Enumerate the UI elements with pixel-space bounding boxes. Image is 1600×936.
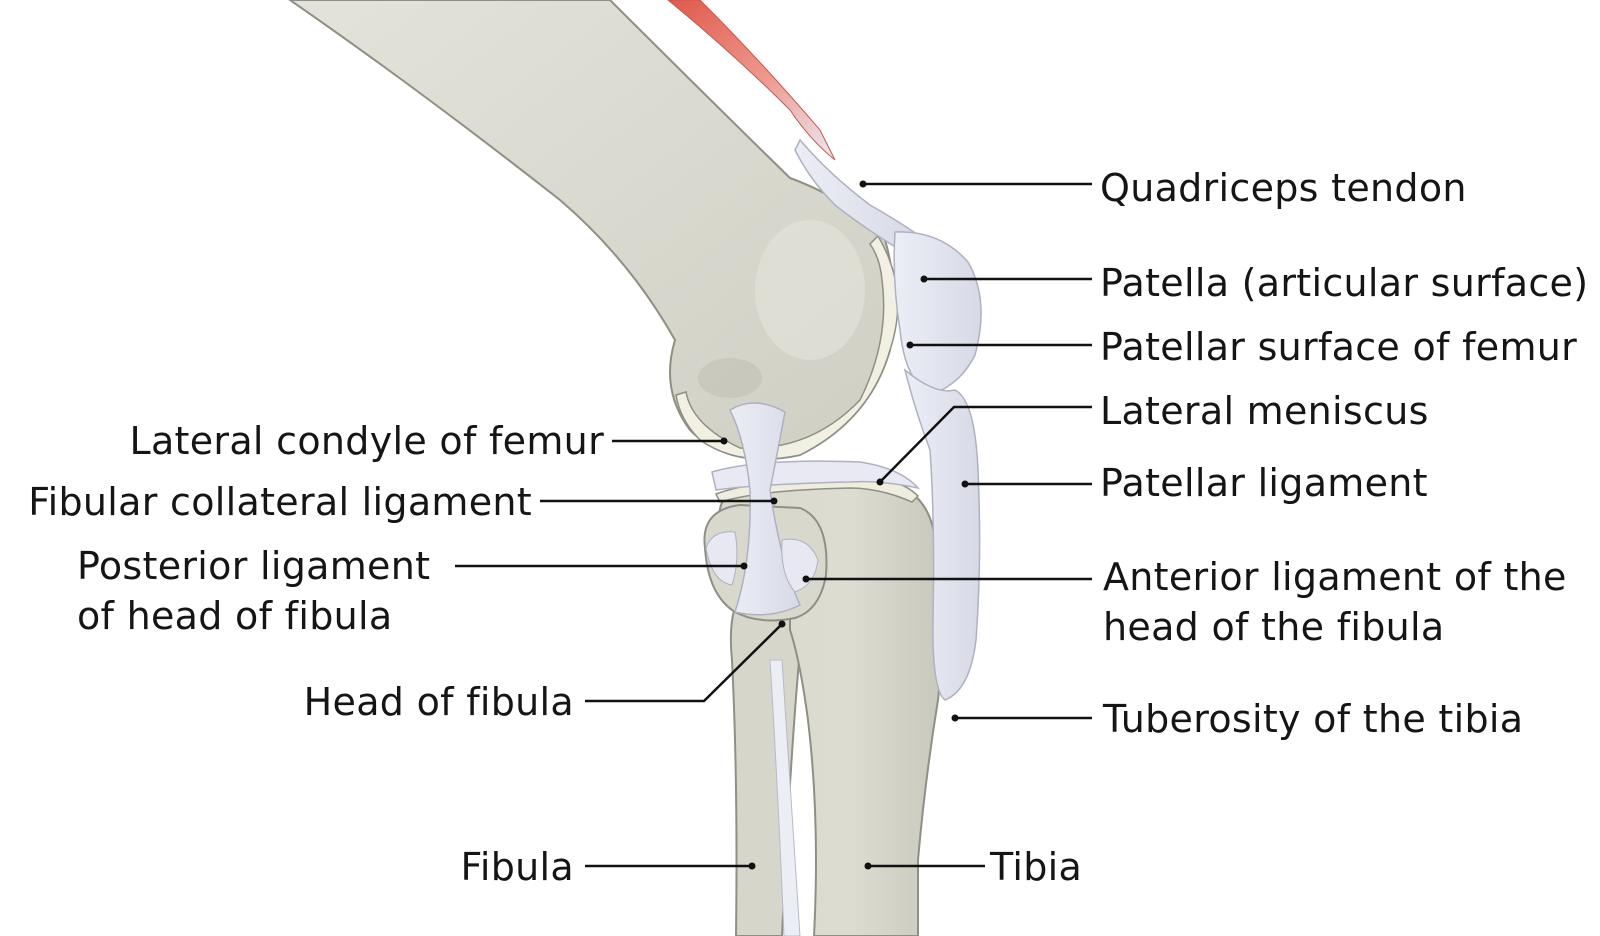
patella-shape <box>893 231 982 396</box>
leader-head-of-fibula <box>585 623 783 703</box>
label-fibular-collateral-ligament: Fibular collateral ligament <box>28 480 532 524</box>
label-fibula: Fibula <box>460 845 574 889</box>
label-lateral-meniscus: Lateral meniscus <box>1100 389 1429 433</box>
label-posterior-ligament-line2: of head of fibula <box>77 594 393 638</box>
leader-dots <box>720 180 969 870</box>
label-anterior-ligament-line2: head of the fibula <box>1103 605 1445 649</box>
label-posterior-ligament-of-head-of-fibula: Posterior ligament of head of fibula <box>77 541 430 641</box>
condyle-shadow <box>698 358 762 398</box>
label-anterior-ligament-line1: Anterior ligament of the <box>1103 555 1567 599</box>
femoral-cartilage <box>675 234 899 460</box>
leader-lateral-meniscus <box>879 405 1092 483</box>
label-patella-articular-surface: Patella (articular surface) <box>1100 261 1589 305</box>
posterior-ligament-shape <box>705 531 738 586</box>
label-anterior-ligament-of-head-of-fibula: Anterior ligament of the head of the fib… <box>1103 552 1567 652</box>
label-posterior-ligament-line1: Posterior ligament <box>77 544 431 588</box>
leader-lines <box>455 182 1092 868</box>
label-head-of-fibula: Head of fibula <box>303 680 574 724</box>
label-lateral-condyle-of-femur: Lateral condyle of femur <box>129 419 604 463</box>
condyle-highlight <box>755 220 865 360</box>
label-patellar-surface-of-femur: Patellar surface of femur <box>1100 325 1578 369</box>
quadriceps-muscle <box>667 0 836 161</box>
label-tuberosity-of-tibia: Tuberosity of the tibia <box>1103 697 1524 741</box>
label-quadriceps-tendon: Quadriceps tendon <box>1100 166 1467 210</box>
label-patellar-ligament: Patellar ligament <box>1100 461 1428 505</box>
interosseous-fibers <box>769 659 801 936</box>
label-tibia: Tibia <box>990 845 1083 889</box>
